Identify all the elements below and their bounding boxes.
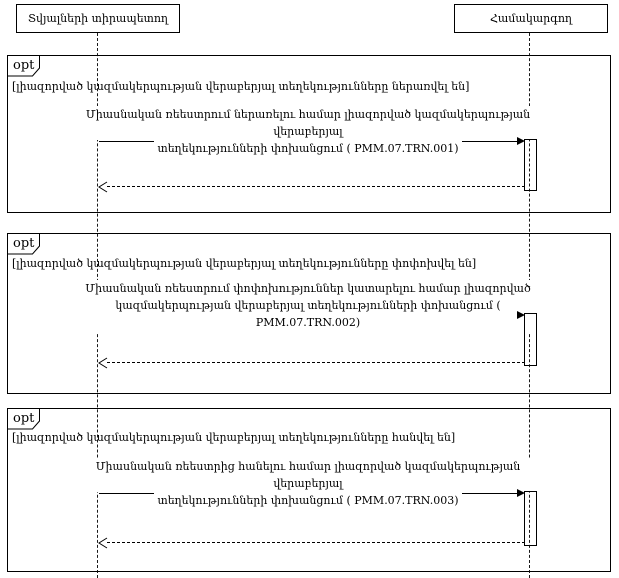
opt-operator-tab bbox=[7, 55, 40, 77]
return-arrowhead-icon bbox=[98, 537, 108, 549]
message-line1: Միասնական ռեեստրից հանելու համար լիազորվ… bbox=[68, 458, 548, 492]
opt-fragment-1: opt [լիազորված կազմակերպության վերաբերյա… bbox=[7, 55, 611, 213]
return-arrowhead-icon bbox=[98, 357, 108, 369]
message-label: Միասնական ռեեստրից հանելու համար լիազորվ… bbox=[68, 458, 548, 512]
opt-operator-tab bbox=[7, 233, 40, 255]
actor-data-owner: Տվյալների տիրապետող bbox=[16, 4, 180, 33]
guard-condition: [լիազորված կազմակերպության վերաբերյալ տե… bbox=[12, 431, 456, 444]
message-line2: կազմակերպության վերաբերյալ տեղեկությունն… bbox=[68, 297, 548, 334]
opt-operator-label: opt bbox=[13, 58, 35, 73]
message-line1: Միասնական ռեեստրում ներառելու համար լիազ… bbox=[68, 106, 548, 140]
message-line2: տեղեկությունների փոխանցում ( PMM.07.TRN.… bbox=[154, 140, 462, 160]
message-arrowhead-icon bbox=[517, 137, 525, 145]
message-arrowhead-icon bbox=[517, 489, 525, 497]
opt-operator-label: opt bbox=[13, 411, 35, 426]
actor-coordinator-label: Համակարգող bbox=[489, 12, 573, 25]
actor-data-owner-label: Տվյալների տիրապետող bbox=[28, 12, 168, 25]
opt-fragment-2: opt [լիազորված կազմակերպության վերաբերյա… bbox=[7, 233, 611, 394]
guard-condition: [լիազորված կազմակերպության վերաբերյալ տե… bbox=[12, 80, 470, 93]
message-line1: Միասնական ռեեստրում փոփոխություններ կատա… bbox=[82, 280, 534, 297]
return-arrow-line bbox=[107, 186, 525, 187]
opt-operator-tab bbox=[7, 408, 40, 430]
actor-coordinator: Համակարգող bbox=[454, 4, 608, 33]
message-label: Միասնական ռեեստրում ներառելու համար լիազ… bbox=[68, 106, 548, 160]
message-arrowhead-icon bbox=[517, 311, 525, 319]
guard-condition: [լիազորված կազմակերպության վերաբերյալ տե… bbox=[12, 257, 477, 270]
message-label: Միասնական ռեեստրում փոփոխություններ կատա… bbox=[68, 280, 548, 334]
message-line2: տեղեկությունների փոխանցում ( PMM.07.TRN.… bbox=[154, 492, 462, 512]
opt-fragment-3: opt [լիազորված կազմակերպության վերաբերյա… bbox=[7, 408, 611, 572]
activation-bar bbox=[524, 491, 537, 546]
activation-bar bbox=[524, 139, 537, 191]
return-arrow-line bbox=[107, 542, 525, 543]
opt-operator-label: opt bbox=[13, 236, 35, 251]
return-arrowhead-icon bbox=[98, 181, 108, 193]
activation-bar bbox=[524, 313, 537, 366]
return-arrow-line bbox=[107, 362, 525, 363]
